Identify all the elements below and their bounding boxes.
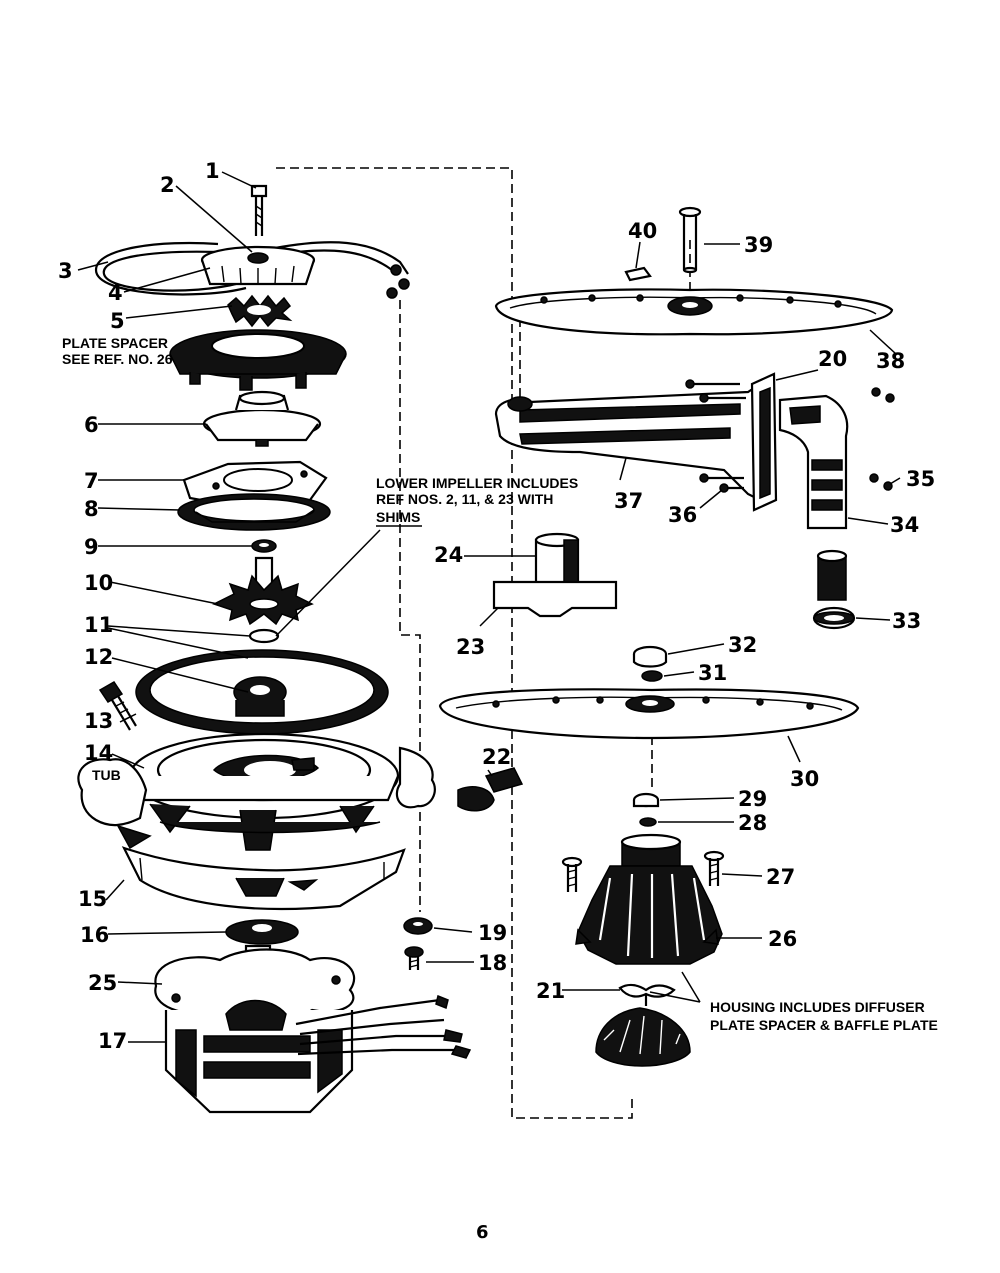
part-label: 17 xyxy=(98,1029,127,1053)
note-lower-impeller-line1: LOWER IMPELLER INCLUDES xyxy=(376,475,578,491)
note-plate-spacer-line1: PLATE SPACER xyxy=(62,335,168,351)
part-5-star-washer xyxy=(227,294,293,328)
part-label: 19 xyxy=(478,921,507,945)
part-label: 9 xyxy=(84,535,99,559)
tub-section xyxy=(77,746,436,850)
note-plate-spacer-line2: SEE REF. NO. 26 xyxy=(62,351,173,367)
coupling-hose xyxy=(816,549,848,601)
part-label: 28 xyxy=(738,811,767,835)
part-label: 3 xyxy=(58,259,73,283)
part-label: 13 xyxy=(84,709,113,733)
part-label: 30 xyxy=(790,767,819,791)
part-29-nut xyxy=(632,792,660,808)
part-7-plate xyxy=(182,460,328,508)
plate-spacer xyxy=(169,329,347,391)
part-19-grommet xyxy=(403,917,433,935)
leader-lines xyxy=(77,171,901,1043)
part-label: 5 xyxy=(110,309,125,333)
part-16-seal xyxy=(225,919,299,945)
part-label: 32 xyxy=(728,633,757,657)
note-housing-line2: PLATE SPACER & BAFFLE PLATE xyxy=(710,1017,938,1033)
note-lower-impeller-line3: SHIMS xyxy=(376,509,420,525)
part-label: 14 xyxy=(84,741,113,765)
part-label: 25 xyxy=(88,971,117,995)
part-24-cylinder xyxy=(534,532,580,586)
part-label: 24 xyxy=(434,543,463,567)
part-27-screw xyxy=(703,850,725,886)
part-28-washer xyxy=(639,817,657,827)
part-label: 40 xyxy=(628,219,657,243)
page-number: 6 xyxy=(476,1222,489,1243)
part-23-seal xyxy=(492,580,618,618)
part-37-supply-tube xyxy=(494,381,762,502)
part-label: 4 xyxy=(108,281,123,305)
part-3-wire-arm xyxy=(94,241,410,299)
part-label: 34 xyxy=(890,513,919,537)
part-label: 2 xyxy=(160,173,175,197)
part-label: 21 xyxy=(536,979,565,1003)
part-label: 31 xyxy=(698,661,727,685)
part-label: 12 xyxy=(84,645,113,669)
part-15-base-plate xyxy=(121,846,406,911)
part-30-lower-spray-arm xyxy=(438,688,860,740)
part-label: 27 xyxy=(766,865,795,889)
part-9-washer xyxy=(251,539,277,553)
part-32-nut xyxy=(632,645,668,668)
note-tub: TUB xyxy=(92,767,121,783)
part-label: 10 xyxy=(84,571,113,595)
part-39-stud xyxy=(678,206,702,274)
part-8-gasket xyxy=(177,493,331,531)
part-label: 18 xyxy=(478,951,507,975)
part-number-labels: 1 2 3 4 5 6 7 8 9 10 11 12 13 14 15 16 1… xyxy=(58,159,935,1053)
part-label: 6 xyxy=(84,413,99,437)
part-26-housing xyxy=(575,833,723,965)
part-label: 23 xyxy=(456,635,485,659)
part-label: 20 xyxy=(818,347,847,371)
part-label: 16 xyxy=(80,923,109,947)
part-label: 33 xyxy=(892,609,921,633)
part-label: 38 xyxy=(876,349,905,373)
part-label: 7 xyxy=(84,469,99,493)
part-label: 36 xyxy=(668,503,697,527)
filter-screen xyxy=(595,1007,691,1067)
part-1-screw xyxy=(250,184,268,236)
part-label: 26 xyxy=(768,927,797,951)
part-33-clamp xyxy=(812,606,856,630)
part-label: 35 xyxy=(906,467,935,491)
part-20-bracket xyxy=(750,372,778,512)
mounting-screws xyxy=(685,379,895,493)
part-13-bolt xyxy=(98,681,137,731)
part-label: 1 xyxy=(205,159,220,183)
part-14-housing xyxy=(128,732,400,851)
part-label: 15 xyxy=(78,887,107,911)
part-label: 29 xyxy=(738,787,767,811)
part-31-washer xyxy=(641,670,663,682)
note-lower-impeller-line2: REF NOS. 2, 11, & 23 WITH xyxy=(376,491,553,507)
annotation-notes: PLATE SPACER SEE REF. NO. 26 LOWER IMPEL… xyxy=(62,335,938,1033)
part-40-clip xyxy=(624,266,652,282)
part-17-motor xyxy=(164,994,472,1114)
part-38-upper-spray-arm xyxy=(494,288,894,336)
note-housing-line1: HOUSING INCLUDES DIFFUSER xyxy=(710,999,925,1015)
part-18-screw xyxy=(404,946,424,970)
part-label: 8 xyxy=(84,497,99,521)
part-10-impeller xyxy=(212,556,314,626)
part-22-hose-clamp xyxy=(457,767,524,812)
part-6-bearing xyxy=(202,390,322,447)
screw-left xyxy=(561,856,583,892)
part-34-elbow xyxy=(778,394,849,530)
part-12-ring-gasket xyxy=(135,649,389,735)
part-label: 11 xyxy=(84,613,113,637)
part-label: 39 xyxy=(744,233,773,257)
part-label: 22 xyxy=(482,745,511,769)
part-4-hub xyxy=(200,245,316,286)
part-label: 37 xyxy=(614,489,643,513)
